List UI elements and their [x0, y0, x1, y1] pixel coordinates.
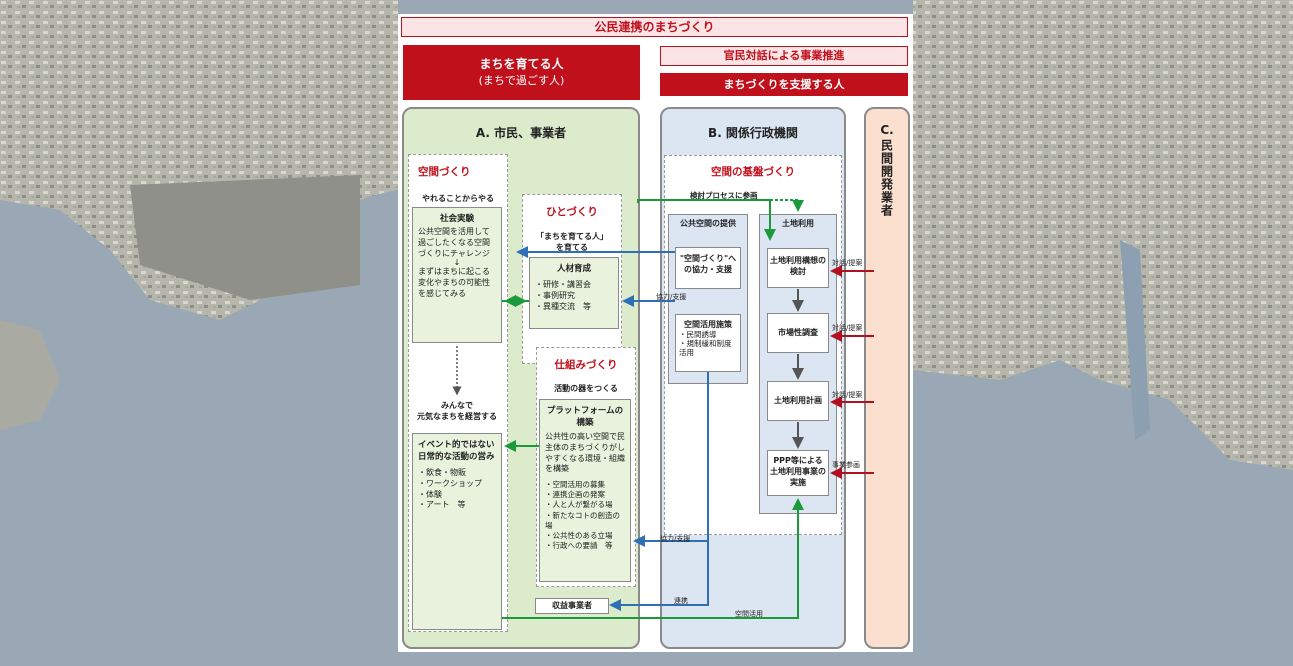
tochi-step-4: PPP等による土地利用事業の実施: [767, 450, 829, 496]
left-header-line1: まちを育てる人: [479, 57, 564, 71]
shikumi-box-item: ・新たなコトの創造の場: [545, 510, 620, 530]
shikumi-box-item: ・空間活用の募集: [545, 480, 605, 490]
kukan-box2-item: ・飲食・物販: [418, 468, 466, 477]
koukyou-box1: "空間づくり"への協力・支援: [675, 247, 741, 289]
koukyou-box2-item: ・規制緩和制度活用: [679, 339, 732, 357]
hito-box-title: 人材育成: [556, 264, 591, 274]
tochi-step-1: 土地利用構想の検討: [767, 248, 829, 288]
hito-box-item: ・異種交流 等: [535, 301, 591, 311]
label-renkei: 連携: [674, 597, 688, 605]
koukyou-box2: 空間活用施策 ・民間誘導 ・規制緩和制度活用: [675, 314, 741, 372]
kukan-box2-item: ・体験: [418, 489, 442, 499]
left-header-line2: (まちで過ごす人): [478, 74, 565, 87]
hito-subtitle-line2: を育てる: [556, 243, 588, 252]
kukan-box-arrow: ↓: [453, 258, 461, 268]
shikumi-box-text: 公共性の高い空間で民主体のまちづくりがしやすくなる環境・組織を構築: [545, 432, 625, 474]
shikumi-title: 仕組みづくり: [554, 359, 618, 371]
shikumi-subtitle: 活動の器をつくる: [554, 384, 618, 393]
right-header-bottom: まちづくりを支援する人: [660, 73, 908, 96]
koukyou-title: 公共空間の提供: [680, 219, 736, 228]
tochi-step-3: 土地利用計画: [767, 381, 829, 421]
column-c-title: 民間開発業者: [879, 139, 894, 217]
hito-box-item: ・事例研究: [535, 290, 575, 300]
label-kyoryoku-1: 協力/支援: [656, 293, 687, 301]
right-header-top: 官民対話による事業推進: [660, 46, 908, 66]
hito-subtitle: 「まちを育てる人」 を育てる: [522, 231, 622, 253]
kukan-box-text-2: まずはまちに起こる変化やまちの可能性を感じてみる: [418, 267, 490, 298]
koukyou-box2-title: 空間活用施策: [684, 320, 732, 329]
kukan-box2-item: ・アート 等: [418, 500, 466, 510]
diagram-title: 公民連携のまちづくり: [401, 17, 908, 37]
kukan-box-social-experiment: 社会実験 公共空間を活用して過ごしたくなる空間づくりにチャレンジ ↓ まずはまち…: [412, 207, 502, 343]
kukan-mid-text: みんなで 元気なまちを経営する: [412, 400, 502, 422]
column-c: C. 民間開発業者: [864, 107, 910, 649]
kukan-box-title: 社会実験: [439, 214, 474, 224]
shueki-box: 収益事業者: [535, 598, 609, 614]
column-c-label: C.: [880, 123, 894, 137]
shikumi-box-item: ・行政への要請 等: [545, 540, 613, 550]
kiban-process: 検討プロセスに参画: [690, 191, 758, 200]
kiban-title: 空間の基盤づくり: [711, 166, 795, 178]
kukan-mid-line1: みんなで: [441, 401, 473, 410]
label-jigyo-sankaku: 事業参画: [832, 461, 860, 469]
hito-box: 人材育成 ・研修・講習会 ・事例研究 ・異種交流 等: [529, 257, 619, 329]
kukan-box2-title: イベント的ではない日常的な活動の営み: [418, 440, 495, 462]
tochi-step-2: 市場性調査: [767, 313, 829, 353]
shikumi-box-title: プラットフォームの構築: [546, 406, 624, 428]
left-header: まちを育てる人 (まちで過ごす人): [403, 45, 640, 100]
tochi-title: 土地利用: [782, 219, 814, 228]
label-taiwa-2: 対話/提案: [832, 324, 863, 332]
hito-box-item: ・研修・講習会: [535, 280, 591, 289]
column-b-title: B. 関係行政機関: [708, 126, 798, 140]
label-kyoryoku-2: 協力/支援: [660, 535, 691, 543]
label-taiwa-3: 対話/提案: [832, 391, 863, 399]
shikumi-box-item: ・公共性のある立場: [545, 530, 613, 540]
kukan-box-daily-activity: イベント的ではない日常的な活動の営み ・飲食・物販 ・ワークショップ ・体験 ・…: [412, 433, 502, 630]
diagram-panel: 公民連携のまちづくり まちを育てる人 (まちで過ごす人) 官民対話による事業推進…: [398, 14, 913, 652]
koukyou-box2-item: ・民間誘導: [679, 330, 717, 339]
kukan-subtitle: やれることからやる: [422, 194, 494, 203]
label-kukan-katsuyo: 空間活用: [735, 610, 763, 618]
kukan-box-text-1: 公共空間を活用して過ごしたくなる空間づくりにチャレンジ: [418, 227, 490, 258]
label-taiwa-1: 対話/提案: [832, 259, 863, 267]
hito-title: ひとづくり: [546, 206, 598, 218]
kukan-title: 空間づくり: [418, 166, 471, 178]
kukan-box2-item: ・ワークショップ: [418, 478, 482, 488]
column-a-title: A. 市民、事業者: [475, 126, 567, 140]
shikumi-box-item: ・人と人が繋がる場: [545, 500, 613, 510]
shikumi-box-item: ・連携企画の発案: [545, 490, 605, 500]
hito-subtitle-line1: 「まちを育てる人」: [536, 232, 608, 241]
kukan-mid-line2: 元気なまちを経営する: [417, 412, 497, 421]
shikumi-box: プラットフォームの構築 公共性の高い空間で民主体のまちづくりがしやすくなる環境・…: [539, 399, 631, 582]
